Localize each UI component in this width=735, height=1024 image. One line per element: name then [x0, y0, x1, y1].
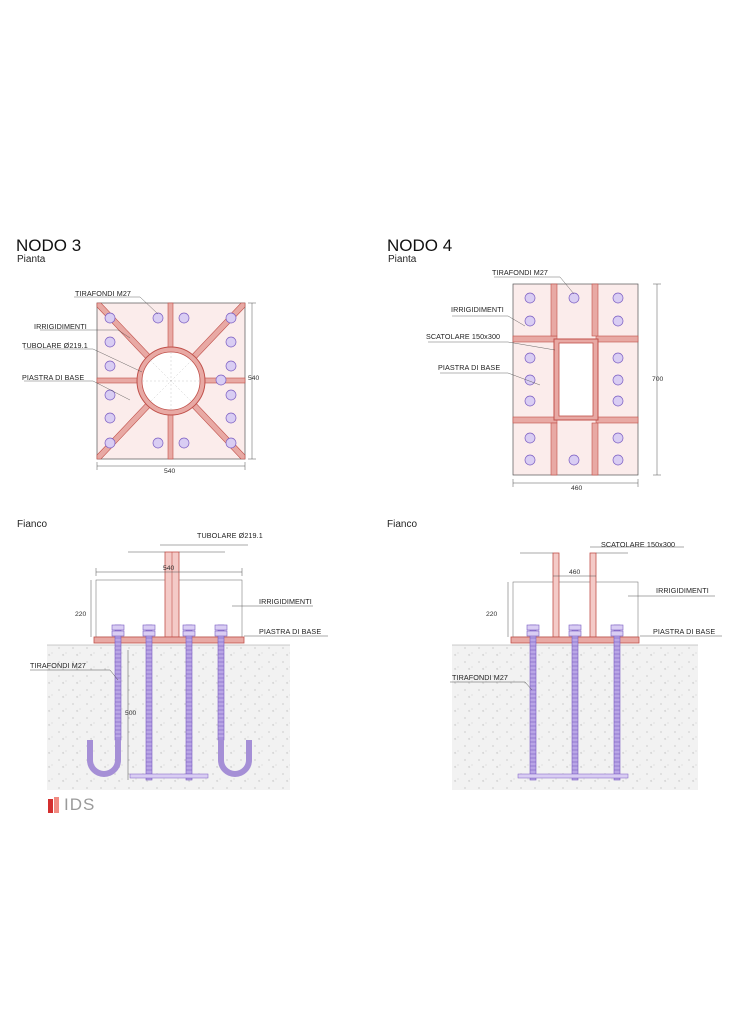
nodo4-dim-horizontal: 460 [571, 485, 583, 492]
nodo3-side [30, 544, 328, 790]
nodo3-label-piastra: PIASTRA DI BASE [22, 373, 85, 382]
nodo3-side-base-plate [93, 636, 245, 644]
nodo4-plan [428, 276, 661, 487]
nodo3-dim-horizontal: 540 [164, 468, 176, 475]
nodo3-plan-subtitle: Pianta [17, 254, 46, 265]
nodo4-title: NODO 4 [387, 236, 453, 255]
nodo4-label-piastra: PIASTRA DI BASE [438, 363, 501, 372]
nodo3-side-subtitle: Fianco [17, 519, 48, 530]
nodo4-plan-subtitle: Pianta [388, 254, 417, 265]
nodo3-side-label-irrigidimenti: IRRIGIDIMENTI [259, 597, 312, 606]
nodo4-side-label-irrigidimenti: IRRIGIDIMENTI [656, 586, 709, 595]
nodo4-plan-bolts [524, 292, 624, 466]
nodo4-side-subtitle: Fianco [387, 519, 418, 530]
nodo3-side-label-piastra: PIASTRA DI BASE [259, 627, 322, 636]
nodo3-side-dim-width: 540 [163, 565, 175, 572]
nodo4-side-label-tirafondi: TIRAFONDI M27 [452, 673, 509, 682]
nodo3-concrete [47, 645, 290, 790]
ids-logo: IDS [47, 795, 95, 815]
nodo4-side-dim-width: 460 [569, 569, 581, 576]
ids-logo-icon [48, 797, 59, 813]
nodo3-label-tubolare: TUBOLARE Ø219.1 [22, 341, 88, 350]
nodo4-side [450, 546, 722, 790]
nodo4-side-dim-height: 220 [486, 611, 498, 618]
nodo3-plan-bolts [104, 312, 237, 449]
nodo4-side-box-right [589, 552, 597, 638]
nodo3-title: NODO 3 [16, 236, 82, 255]
nodo4-side-label-piastra: PIASTRA DI BASE [653, 627, 716, 636]
nodo3-dim-vertical: 540 [248, 375, 260, 382]
nodo3-side-label-tirafondi: TIRAFONDI M27 [30, 661, 87, 670]
nodo3-side-label-tubolare: TUBOLARE Ø219.1 [197, 531, 263, 540]
nodo4-side-box-left [552, 552, 560, 638]
nodo3-side-dim-height: 220 [75, 611, 87, 618]
nodo3-label-irrigidimenti: IRRIGIDIMENTI [34, 322, 87, 331]
nodo4-dim-vertical: 700 [652, 376, 664, 383]
nodo4-label-irrigidimenti: IRRIGIDIMENTI [451, 305, 504, 314]
logo-text: IDS [64, 795, 96, 814]
nodo4-side-label-scatolare: SCATOLARE 150x300 [601, 540, 676, 549]
nodo4-label-tirafondi: TIRAFONDI M27 [492, 268, 549, 277]
nodo4-stiffener-left [512, 335, 558, 343]
nodo3-label-tirafondi: TIRAFONDI M27 [75, 289, 132, 298]
nodo4-label-scatolare: SCATOLARE 150x300 [426, 332, 501, 341]
nodo3-plan [24, 296, 256, 470]
nodo3-side-dim-embed: 500 [125, 710, 137, 717]
